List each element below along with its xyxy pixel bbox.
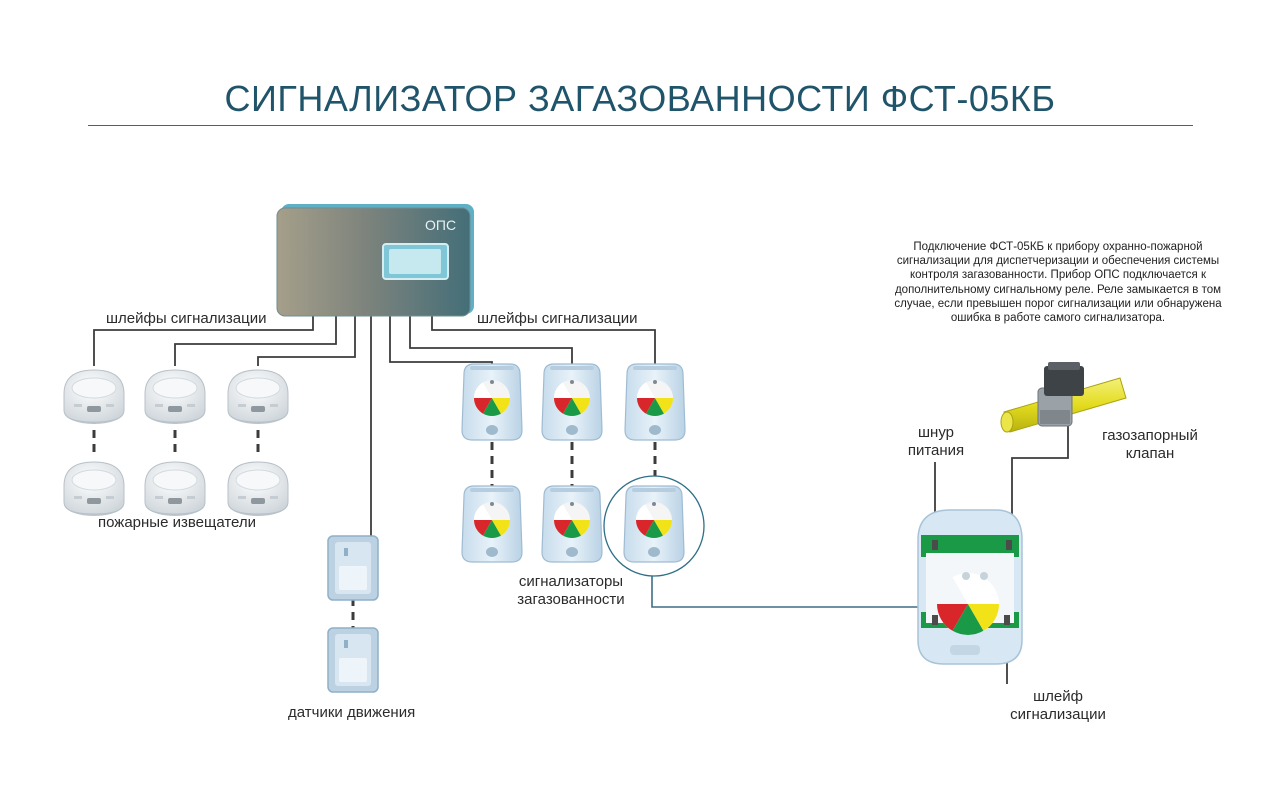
gas-alarm	[541, 363, 603, 441]
loops-label-right: шлейфы сигнализации	[477, 310, 638, 327]
fire-detector	[227, 369, 289, 425]
shutoff-valve-label: газозапорный клапан	[1102, 427, 1198, 462]
gas-alarms-label: сигнализаторы загазованности	[517, 573, 625, 608]
motion-sensors-label: датчики движения	[288, 704, 416, 721]
valve-cable	[1011, 420, 1069, 548]
fire-detector	[144, 461, 206, 517]
loops-label-left: шлейфы сигнализации	[106, 310, 267, 327]
ops-panel	[276, 204, 474, 317]
gas-shutoff-valve	[1000, 362, 1127, 433]
gas-alarm	[461, 363, 523, 441]
fst-05kb-unit	[917, 509, 1023, 665]
motion-sensor	[327, 627, 379, 693]
fire-detectors-label: пожарные извещатели	[98, 514, 257, 531]
gas-alarm	[624, 363, 686, 441]
page-title: СИГНАЛИЗАТОР ЗАГАЗОВАННОСТИ ФСТ-05КБ	[224, 78, 1056, 119]
fire-detector	[144, 369, 206, 425]
gas-alarm	[541, 485, 603, 563]
title-divider	[88, 125, 1193, 126]
gas-alarm	[461, 485, 523, 563]
fire-detector	[63, 369, 125, 425]
connection-description: Подключение ФСТ-05КБ к прибору охранно-п…	[894, 241, 1222, 325]
fire-detector	[63, 461, 125, 517]
power-cord-label: шнур питания	[907, 424, 965, 459]
fire-detector	[227, 461, 289, 517]
gas-alarm-highlighted	[623, 485, 685, 563]
motion-sensor	[327, 535, 379, 601]
ops-panel-label: ОПС	[425, 217, 457, 233]
loop-wires	[93, 314, 656, 538]
alarm-loop-label: шлейф сигнализации	[1010, 688, 1106, 723]
